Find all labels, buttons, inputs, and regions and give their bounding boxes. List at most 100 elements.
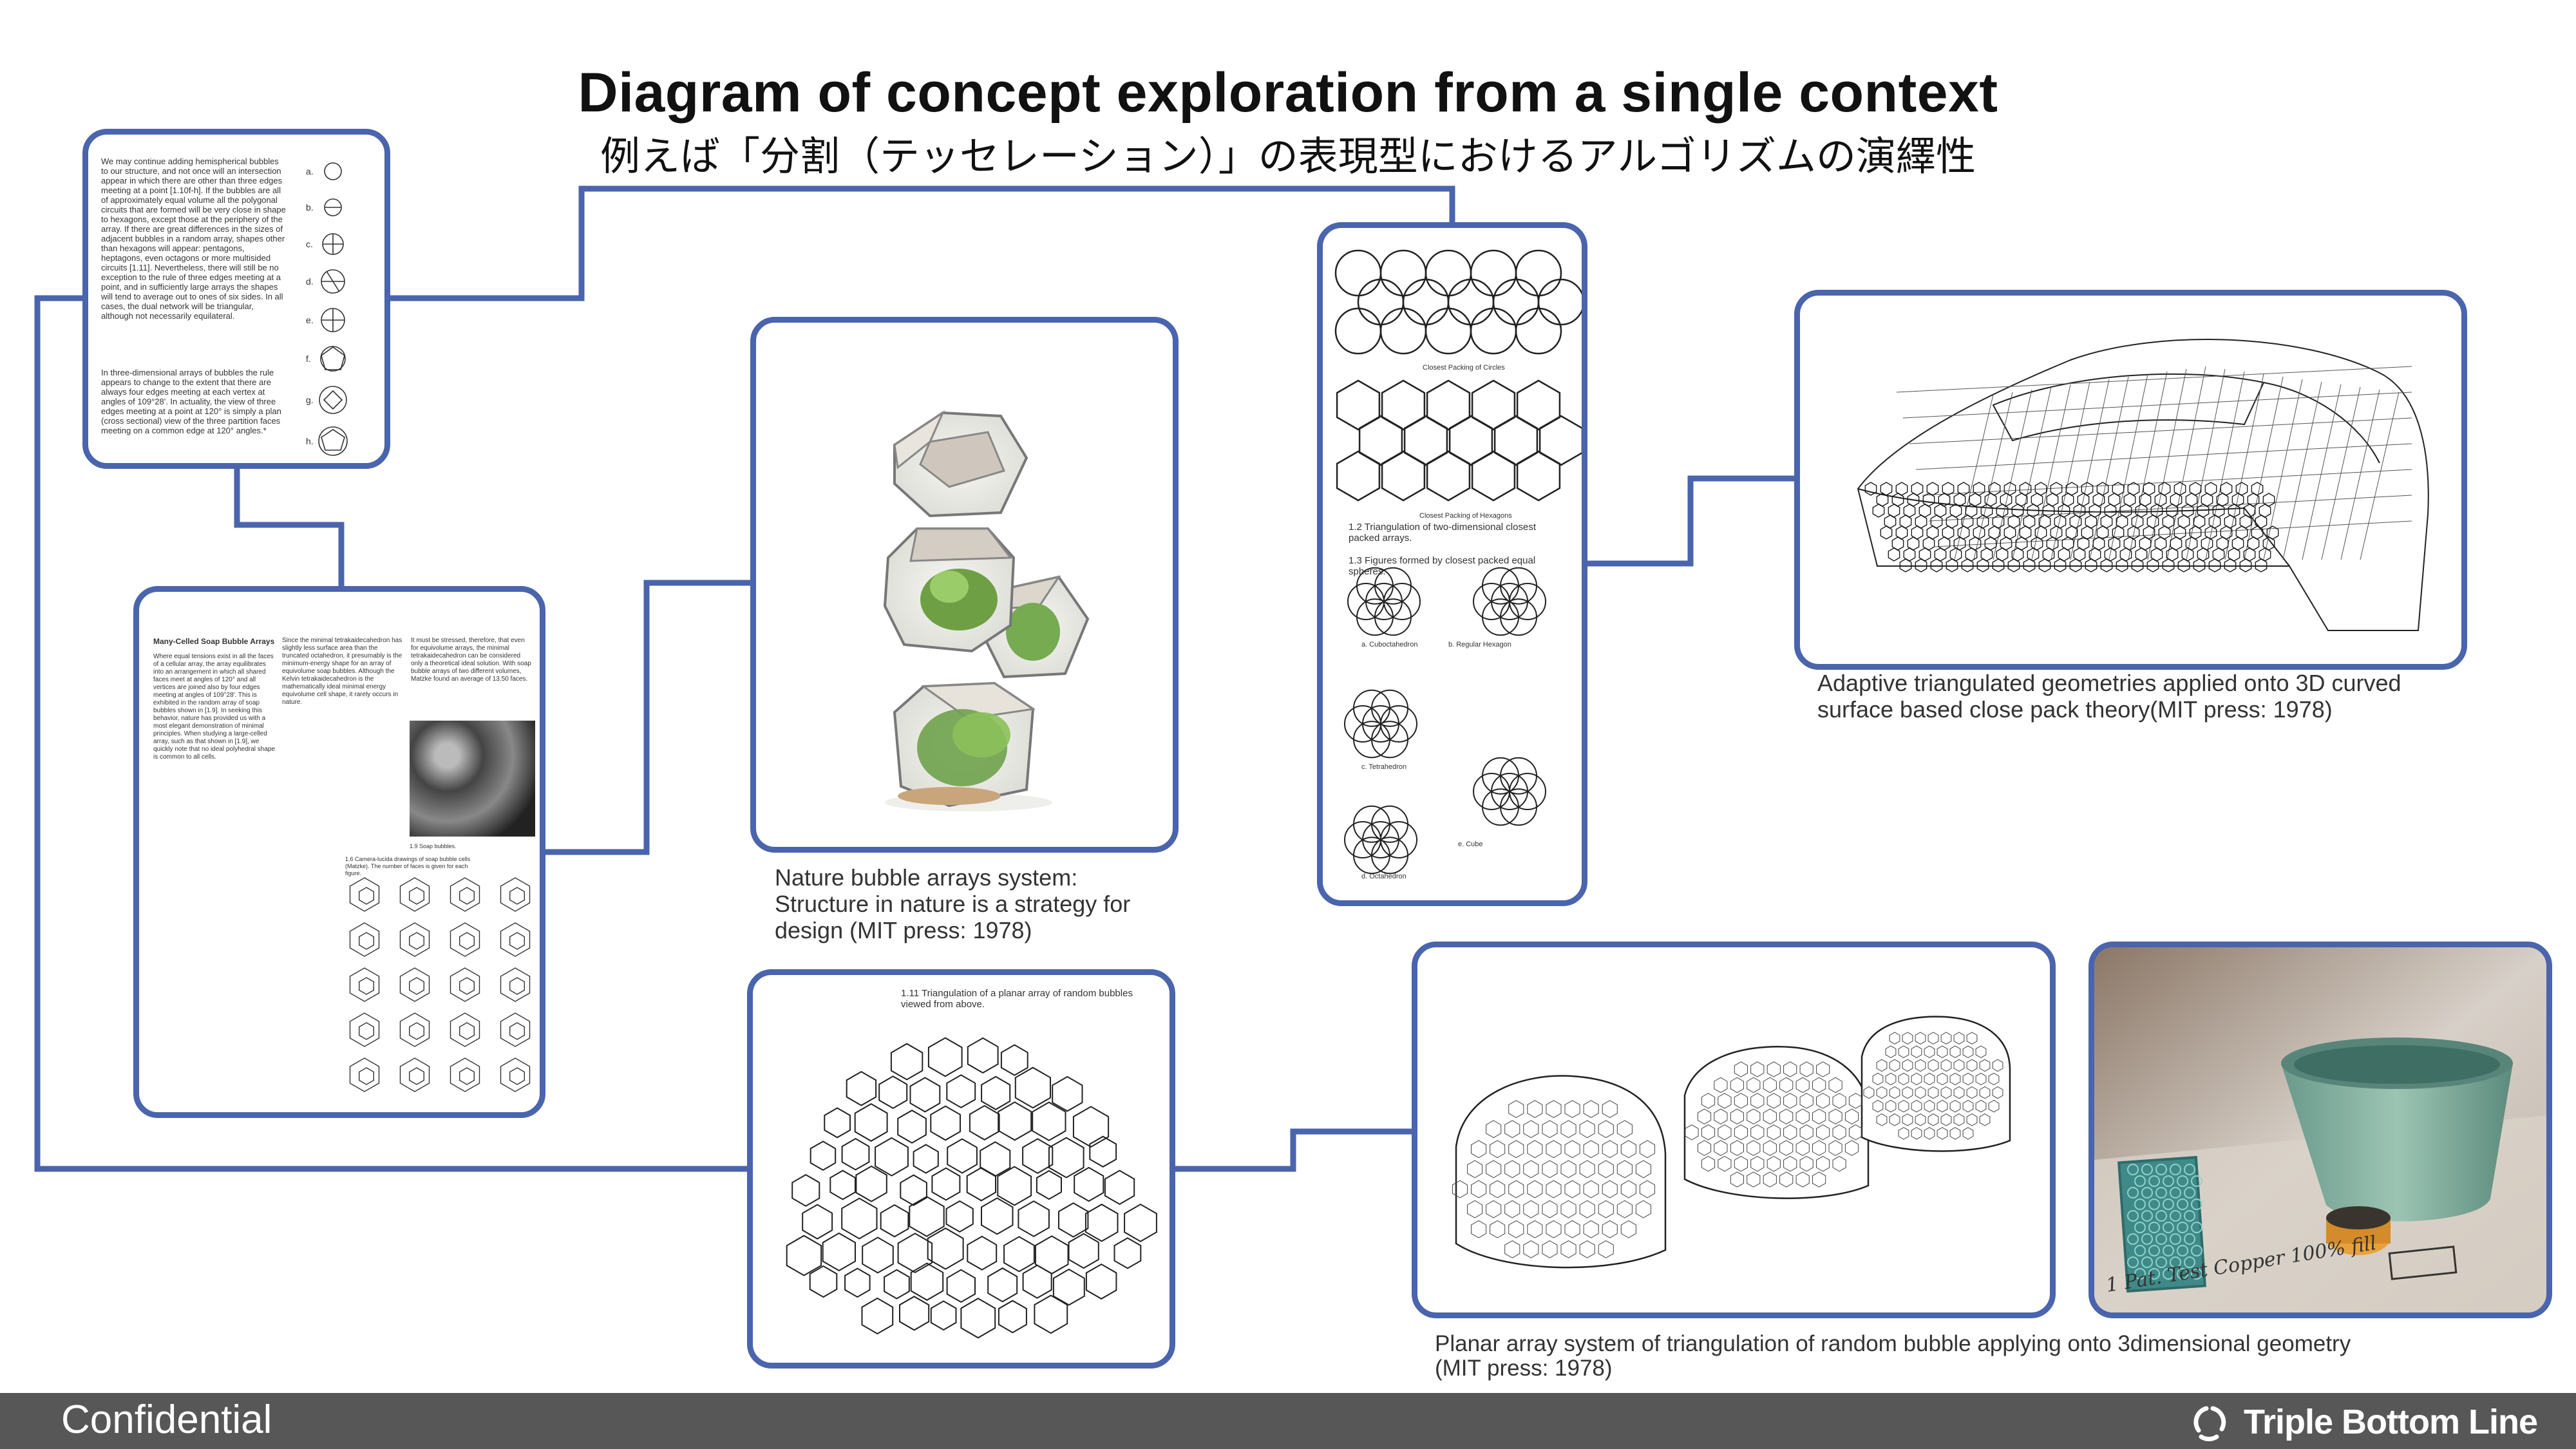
tile-texture-cell [2134,1245,2146,1256]
random-bubble-cell [930,1300,957,1331]
dome-mesh-cell [1527,1220,1543,1238]
car-mesh-line [1993,389,2032,560]
dome-mesh-cell [1779,1140,1794,1156]
random-bubble-cell [966,1167,996,1202]
dome-mesh-cell [1902,1086,1913,1099]
car-mesh-line [1896,366,2412,393]
random-bubble-cell [899,1296,930,1331]
fig-tetrahedron: c. Tetrahedron [1361,763,1406,771]
polyhedron-inner-face [459,977,475,995]
tile-texture-cell [2127,1233,2139,1245]
dome-mesh-cell [1927,1113,1939,1126]
random-bubble-cell [947,1138,978,1174]
random-bubble-cell [824,1107,851,1139]
car-mesh-line [2128,371,2168,560]
car-hex-cell [2239,558,2252,573]
packed-hexagon [1471,450,1516,502]
car-hex-cell [2038,558,2051,573]
random-bubble-cell [875,1137,909,1177]
connector-random-planar [1175,1128,1414,1172]
packed-hexagon [1358,415,1403,466]
ceramic-cup-photo: 1 Pat. Test Copper 100% fill [2094,947,2546,1312]
car-mesh-line [2070,379,2110,560]
car-mesh-line [2031,384,2071,560]
dome-mesh-cell [1508,1220,1524,1238]
dome-mesh-cell [1795,1171,1810,1188]
car-mesh-line [2302,384,2342,560]
dome-mesh-cell [1966,1113,1978,1126]
car-mesh-line [2089,376,2129,560]
doc1-label-a: a. [306,166,314,176]
doc2-column-1: Where equal tensions exist in all the fa… [153,653,276,761]
dome-mesh-cell [1889,1059,1900,1072]
doc2-column-3: It must be stressed, therefore, that eve… [411,637,531,683]
car-hex-cell [2208,558,2221,573]
dome-mesh-cell [1750,1061,1765,1077]
car-hex-cell [1888,547,1900,562]
tile-texture-cell [2141,1187,2153,1198]
polyhedron-drawing [349,1012,380,1047]
random-bubble-cell [884,1269,910,1300]
dome-mesh-cell [1953,1059,1965,1072]
car-hex-cell [2193,558,2206,573]
car-mesh-line [2224,374,2264,560]
polyhedron-drawing [450,922,480,957]
car-hex-cell [2054,558,2067,573]
dome-mesh-cell [1718,1093,1732,1109]
polyhedron-drawing [399,1057,430,1092]
tile-texture-cell [2155,1187,2167,1198]
dome-mesh-cell [1953,1086,1965,1099]
random-bubble-cell [1048,1137,1084,1179]
dome-mesh-cell [1523,1120,1539,1139]
hexagon-packing-caption: Closest Packing of Hexagons [1419,512,1512,520]
doc1-label-h: h. [306,436,314,446]
dome-mesh-cell [1542,1160,1558,1179]
random-bubble-cell [1018,1200,1050,1238]
packed-sphere [1491,583,1528,620]
footer-bar: Confidential Triple Bottom Line [0,1393,2576,1449]
tile-texture-cell [2170,1187,2181,1198]
dome-mesh-cell [1898,1099,1909,1113]
car-hex-cell [2255,558,2268,573]
random-bubble-cell [998,1101,1032,1141]
dome-mesh-cell [1783,1124,1797,1141]
dome-mesh-cell [1730,1108,1744,1124]
dome-mesh-cell [1898,1072,1909,1086]
tile-texture-cell [2134,1268,2146,1280]
polyhedron-inner-face [459,1067,475,1085]
polyhedron-inner-face [359,932,374,950]
dome-mesh-cell [1579,1160,1595,1179]
dome-mesh-cell [1953,1032,1965,1045]
polyhedron-inner-face [409,1022,424,1040]
dome-mesh-cell [1616,1120,1633,1139]
random-bubble-cell [1089,1135,1117,1168]
dome-mesh-cell [1714,1077,1728,1094]
packed-circle [1515,249,1562,297]
dome-mesh-cell [1734,1061,1748,1077]
random-bubble-cell [1022,1138,1054,1174]
closest-packing-drawings: Closest Packing of Circles Closest Packi… [1334,249,1582,880]
tile-texture-cell [2127,1187,2139,1198]
packed-hexagon [1426,379,1471,431]
tile-texture-cell [2155,1256,2167,1268]
packed-circle [1470,307,1517,355]
dome-mesh-cell [1639,1180,1655,1198]
dome-mesh-cell [1564,1180,1580,1198]
car-hex-cell [2116,558,2128,573]
tile-texture-cell [2191,1198,2202,1210]
diagram-subtitle: 例えば「分割（テッセレーション）」の表現型におけるアルゴリズムの演繹性 [600,133,1976,180]
dome-mesh-cell [1979,1113,1991,1126]
dome-mesh-cell [1579,1240,1595,1258]
car-mesh-line [1935,520,2412,547]
dome-mesh-cell [1915,1059,1926,1072]
car-wireframe-drawing [1857,338,2429,631]
doc1-body-text-2: In three-dimensional arrays of bubbles t… [101,368,281,435]
dome-mesh-cell [1718,1124,1732,1141]
tile-texture-cell [2141,1164,2153,1175]
dome-mesh-cell [1816,1155,1830,1172]
tile-texture-cell [2163,1175,2174,1187]
dome-mesh-cell [1799,1093,1814,1109]
dome-mesh-cell [1490,1180,1506,1198]
dome-mesh-cell [1714,1108,1728,1124]
packed-sphere [1362,705,1399,743]
